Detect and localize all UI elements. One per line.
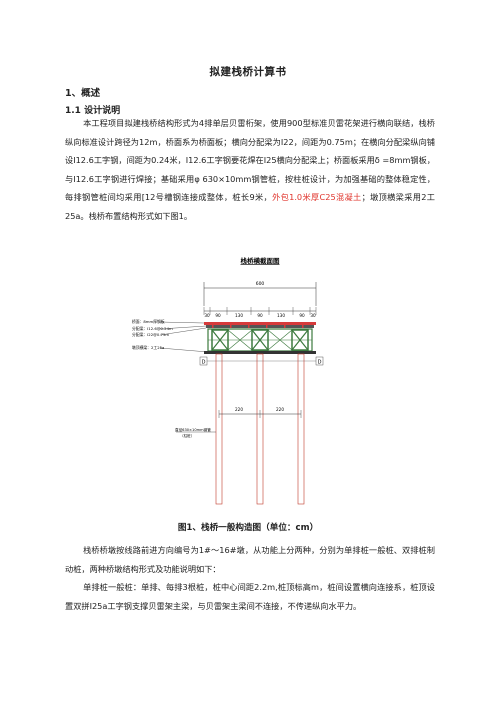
- legend-beam1: 分配梁：I12.6@0.24m: [132, 326, 173, 331]
- document-title: 拟建栈桥计算书: [209, 66, 287, 78]
- drawing-title: 栈桥横截面图: [241, 256, 281, 265]
- legend-cap: 墩顶横梁：2工25a: [132, 345, 164, 350]
- section-heading-1: 1、概述: [65, 88, 101, 99]
- mark-right: D: [318, 360, 322, 366]
- distribution-beam: [206, 325, 314, 328]
- deck-dim-4: 130: [277, 313, 285, 318]
- pier-cap-beam: [204, 351, 316, 354]
- legend-beam2: 分配梁：I22@0.75m: [132, 332, 169, 337]
- pile-spacing-left: 220: [235, 407, 243, 412]
- figure-caption: 图1、栈桥一般构造图（单位：cm）: [177, 523, 319, 533]
- pier-numbering-paragraph: 栈桥桥墩按线路前进方向编号为1#～16#墩，从功能上分两种，分别为单排桩一般桩、…: [65, 541, 435, 578]
- bridge-cross-section-figure: 栈桥横截面图 600 30 90 130 90 130 90 30: [132, 256, 324, 505]
- legend-deck: 桥面：8mm厚钢板: [132, 319, 165, 324]
- steel-pipe-piles: [215, 353, 305, 505]
- deck-dim-0: 30: [204, 313, 210, 318]
- deck-plate: [204, 322, 316, 325]
- total-width-label: 600: [256, 281, 265, 287]
- pile-label-2: （柱桩）: [180, 433, 194, 438]
- deck-dim-3: 90: [257, 313, 263, 318]
- deck-dim-1: 90: [215, 313, 221, 318]
- para1-highlight: 外包1.0米厚C25混凝土: [272, 192, 362, 202]
- deck-dim-6: 30: [310, 313, 316, 318]
- mark-left: D: [202, 360, 206, 366]
- bailey-truss: [207, 328, 313, 352]
- section-heading-1-1: 1.1 设计说明: [65, 106, 121, 116]
- para2-text: 栈桥桥墩按线路前进方向编号为1#～16#墩，从功能上分两种，分别为单排桩一般桩、…: [65, 545, 435, 574]
- pile-spacing-right: 220: [276, 407, 284, 412]
- deck-dim-5: 90: [299, 313, 305, 318]
- pile-label-1: 直径630×10mm钢管: [175, 427, 211, 432]
- single-pile-paragraph: 单排桩一般桩：单排、每排3根桩，桩中心间距2.2m,桩顶标高m，桩间设置横向连接…: [65, 578, 435, 615]
- para1-text-b: ；墩顶横梁采用2工25a。栈桥布置结构形式如下图1。: [65, 192, 435, 221]
- design-description-paragraph: 本工程项目拟建栈桥结构形式为4排单层贝雷桁架，使用900型标准贝雷花架进行横向联…: [65, 114, 435, 225]
- para3-text: 单排桩一般桩：单排、每排3根桩，桩中心间距2.2m,桩顶标高m，桩间设置横向连接…: [65, 582, 435, 611]
- para1-text-a: 本工程项目拟建栈桥结构形式为4排单层贝雷桁架，使用900型标准贝雷花架进行横向联…: [65, 118, 435, 202]
- deck-dim-2: 130: [235, 313, 243, 318]
